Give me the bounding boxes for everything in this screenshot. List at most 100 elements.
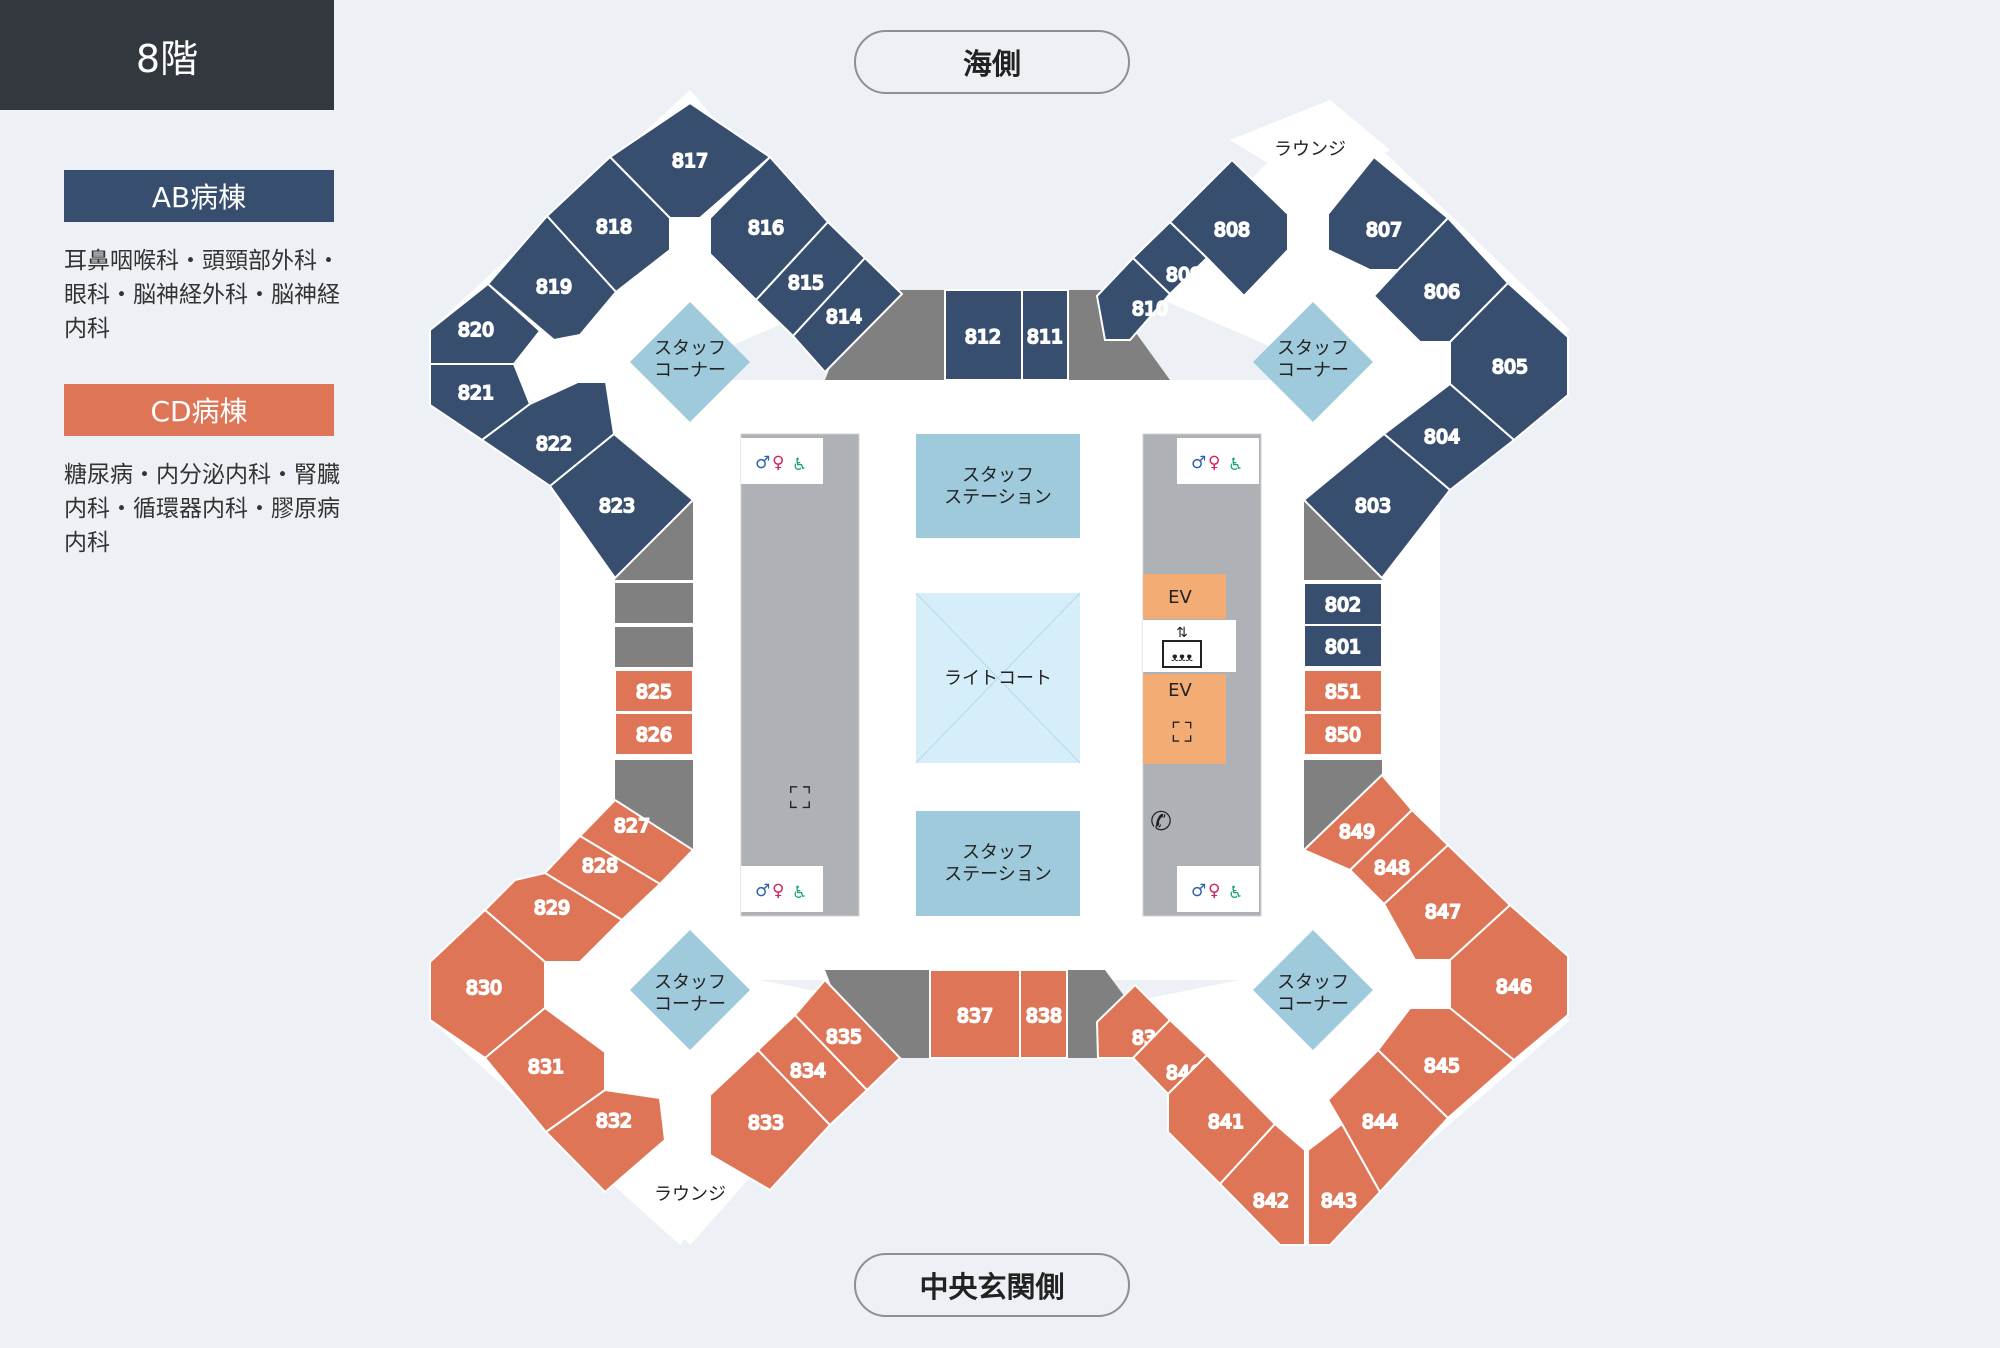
restroom-icon-se: ♂♀♿ [1177, 866, 1259, 912]
staff-station-north-label: スタッフステーション [944, 465, 1052, 508]
staff-corner-se: スタッフコーナー [1253, 930, 1373, 1050]
svg-text:821: 821 [458, 382, 494, 404]
wheelchair-icon: ♿ [1228, 455, 1243, 475]
svg-text:ᴥᴥᴥ: ᴥᴥᴥ [1171, 650, 1194, 664]
svg-text:845: 845 [1424, 1055, 1460, 1077]
svg-text:844: 844 [1362, 1111, 1398, 1133]
room-815: 815 [754, 220, 867, 338]
svg-text:スタッフコーナー: スタッフコーナー [1277, 972, 1349, 1015]
svg-text:826: 826 [636, 724, 672, 746]
svg-text:812: 812 [965, 326, 1001, 348]
room-850: 850 [1303, 712, 1383, 756]
room-843: 843 [1307, 1122, 1382, 1246]
room-827: 827 [578, 798, 695, 886]
svg-text:816: 816 [748, 217, 784, 239]
svg-text:801: 801 [1325, 636, 1361, 658]
svg-text:831: 831 [528, 1056, 564, 1078]
room-810: 810 [1095, 256, 1172, 341]
svg-text:850: 850 [1325, 724, 1361, 746]
restroom-icon-sw: ♂♀♿ [741, 866, 823, 912]
svg-text:811: 811 [1027, 326, 1063, 348]
stairs-icon: ⛶ [1172, 716, 1192, 749]
svg-text:837: 837 [957, 1005, 993, 1027]
room-802: 802 [1303, 582, 1383, 626]
staff-corners: スタッフコーナー スタッフコーナー スタッフコーナー スタッフコーナー [630, 302, 1373, 1050]
room-820: 820 [429, 282, 542, 365]
svg-text:830: 830 [466, 977, 502, 999]
svg-text:846: 846 [1496, 976, 1532, 998]
restroom-icon-nw: ♂♀♿ [741, 438, 823, 484]
elevator-hall: EV ⇅ ᴥᴥᴥ EV ⛶ [1143, 574, 1236, 764]
svg-text:828: 828 [582, 855, 618, 877]
room-812: 812 [944, 289, 1023, 381]
main-entrance-side-label: 中央玄関側 [854, 1253, 1130, 1317]
svg-text:807: 807 [1366, 219, 1402, 241]
elevator-south-label: EV [1168, 680, 1192, 701]
legend-cd-departments: 糖尿病・内分泌内科・腎臓内科・循環器内科・膠原病内科 [64, 462, 340, 556]
svg-text:スタッフコーナー: スタッフコーナー [1277, 338, 1349, 381]
wheelchair-icon: ♿ [1228, 883, 1243, 903]
ab-ward-rooms: 817 816 815 814 818 819 820 821 822 823 … [429, 101, 1569, 668]
svg-text:808: 808 [1214, 219, 1250, 241]
elevator-north-label: EV [1168, 587, 1192, 608]
svg-text:851: 851 [1325, 681, 1361, 703]
svg-text:804: 804 [1424, 426, 1460, 448]
svg-text:819: 819 [536, 276, 572, 298]
svg-text:820: 820 [458, 319, 494, 341]
svg-text:822: 822 [536, 433, 572, 455]
svg-text:802: 802 [1325, 594, 1361, 616]
svg-text:♀: ♀ [1208, 881, 1220, 901]
staff-corner-sw: スタッフコーナー [630, 930, 750, 1050]
svg-text:♂: ♂ [755, 453, 770, 473]
cd-ward-rooms: 851 850 825 826 827 828 829 830 831 832 … [429, 669, 1569, 1246]
staff-corner-ne: スタッフコーナー [1253, 302, 1373, 422]
svg-text:829: 829 [534, 897, 570, 919]
svg-text:806: 806 [1424, 281, 1460, 303]
room-825: 825 [614, 669, 694, 713]
room-803: 803 [1302, 432, 1452, 580]
svg-text:832: 832 [596, 1110, 632, 1132]
elevator-south [1143, 674, 1226, 764]
room-832: 832 [544, 1088, 667, 1194]
svg-text:♂: ♂ [755, 881, 770, 901]
restroom-icon-ne: ♂♀♿ [1177, 438, 1259, 484]
room-814: 814 [791, 256, 904, 374]
room-845: 845 [1376, 1007, 1516, 1120]
svg-text:♂: ♂ [1191, 453, 1206, 473]
restroom-icons: ♂♀♿ ♂♀♿ ♂♀♿ ♂♀♿ ⛶ ✆ [741, 438, 1259, 912]
corridors [740, 433, 1262, 917]
room-817: 817 [608, 101, 772, 219]
legend-ab-departments: 耳鼻咽喉科・頭頸部外科・眼科・脳神経外科・脳神経内科 [64, 248, 340, 342]
room-848: 848 [1348, 808, 1450, 906]
svg-text:833: 833 [748, 1112, 784, 1134]
staff-station-south [916, 811, 1080, 916]
room-831: 831 [483, 1006, 606, 1134]
elevator-icon: ⇅ ᴥᴥᴥ [1162, 625, 1202, 668]
legend-ab-title: AB病棟 [64, 170, 334, 222]
room-835: 835 [793, 978, 902, 1092]
sea-side-label: 海側 [854, 30, 1130, 94]
room-806: 806 [1372, 216, 1510, 343]
room-807: 807 [1327, 155, 1450, 271]
svg-text:825: 825 [636, 681, 672, 703]
phone-icon: ✆ [1150, 807, 1172, 837]
lounge-south-label: ラウンジ [654, 1184, 726, 1205]
room-851: 851 [1303, 669, 1383, 713]
svg-text:842: 842 [1253, 1190, 1289, 1212]
room-811: 811 [1021, 289, 1069, 381]
svg-text:818: 818 [596, 216, 632, 238]
svg-text:スタッフコーナー: スタッフコーナー [654, 338, 726, 381]
room-808: 808 [1168, 158, 1289, 298]
svg-text:817: 817 [672, 150, 708, 172]
svg-text:841: 841 [1208, 1111, 1244, 1133]
svg-text:827: 827 [614, 815, 650, 837]
room-819: 819 [486, 214, 618, 342]
svg-text:823: 823 [599, 495, 635, 517]
staff-station-south-label: スタッフステーション [944, 842, 1052, 885]
stairs-icon: ⛶ [790, 781, 811, 816]
wheelchair-icon: ♿ [792, 455, 807, 475]
staff-station-north [916, 434, 1080, 538]
room-846: 846 [1449, 903, 1569, 1062]
svg-text:803: 803 [1355, 495, 1391, 517]
